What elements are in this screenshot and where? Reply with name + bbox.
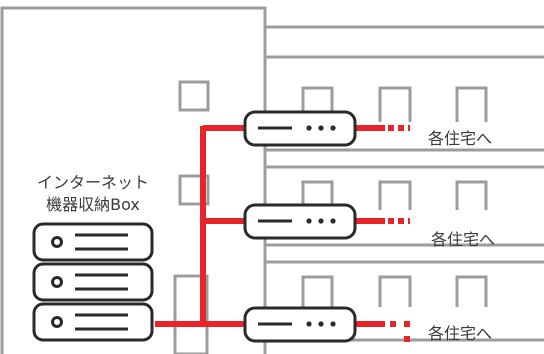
destination-label-3: 各住宅へ [428, 320, 492, 344]
destination-label-1: 各住宅へ [428, 125, 492, 149]
router-icon [245, 205, 355, 238]
destination-label-2: 各住宅へ [431, 226, 495, 250]
window-icon [180, 82, 208, 110]
cable-out-3-dash [404, 336, 410, 342]
window-icon [380, 88, 410, 122]
window-icon [457, 182, 486, 210]
window-icon [303, 277, 332, 307]
server-rack-icon [34, 224, 152, 340]
window-icon [457, 88, 486, 122]
window-icon [380, 182, 410, 210]
cable-out-3-dash [404, 321, 410, 327]
storage-box-label: インターネット 機器収納Box [18, 172, 168, 216]
storage-box-label-line1: インターネット [18, 172, 168, 194]
cable-out-3-dash [390, 321, 396, 327]
window-icon [380, 277, 410, 307]
router-icon [245, 112, 355, 145]
storage-box-label-line2: 機器収納Box [18, 194, 168, 216]
window-icon [457, 277, 486, 307]
router-icon [245, 308, 355, 341]
